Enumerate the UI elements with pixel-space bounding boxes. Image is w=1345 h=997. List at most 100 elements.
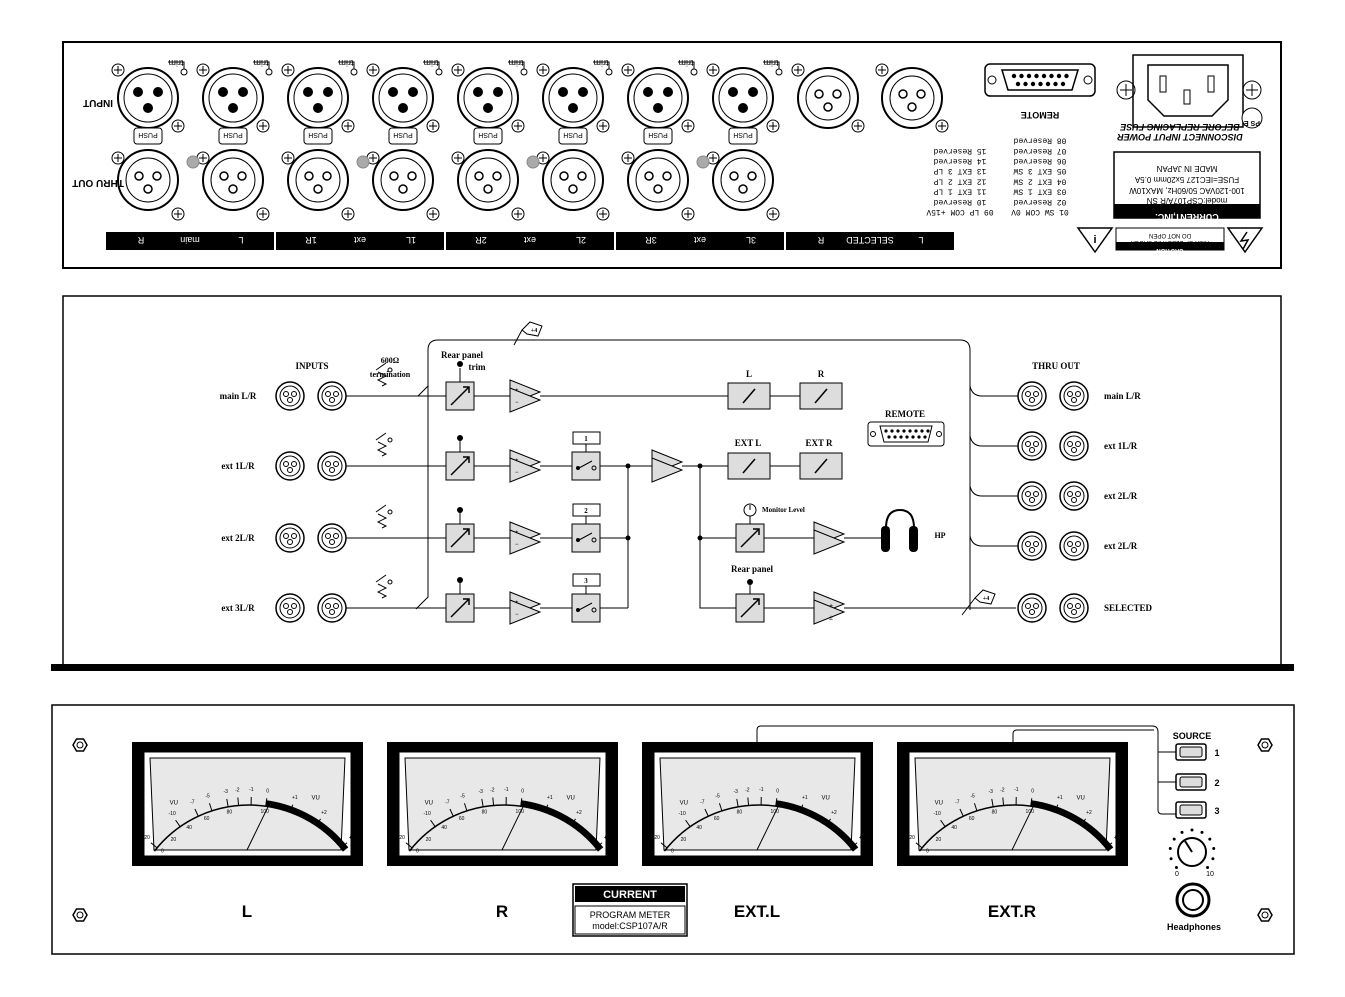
remote-label: REMOTE <box>885 409 925 419</box>
diagram-label: EXT R <box>805 438 833 448</box>
source-button-1[interactable] <box>1175 743 1207 761</box>
vu-unit-label: VU <box>1076 796 1084 802</box>
vu-scale-label: -5 <box>715 794 720 800</box>
panel-divider <box>51 664 1294 671</box>
push-label: PUSH <box>648 131 667 138</box>
panel-screw-icon <box>72 908 88 922</box>
pin-label: 05 EXT 3 SW <box>1013 166 1066 175</box>
channel-strip-label: L <box>918 235 923 245</box>
remote-connector[interactable] <box>984 63 1096 97</box>
svg-text:CURRENT,INC.: CURRENT,INC. <box>1155 212 1219 222</box>
channel-strip-label: SELECTED <box>846 235 894 245</box>
rear-thru-xlr[interactable] <box>186 149 270 221</box>
rear-thru-xlr[interactable] <box>111 149 185 221</box>
xlr-connector-icon <box>317 381 347 411</box>
vu-percent-label: 20 <box>681 837 687 843</box>
vu-scale-label: -10 <box>169 811 176 817</box>
svg-text:model:CSP107A/R: model:CSP107A/R <box>592 921 668 931</box>
trim-pot-icon <box>735 593 765 623</box>
rear-thru-xlr[interactable] <box>621 149 695 221</box>
meter-label: EXT.R <box>988 902 1036 921</box>
meter-label: L <box>242 902 252 921</box>
source-number: 1 <box>1214 748 1219 758</box>
vu-scale-label: +1 <box>547 795 553 801</box>
vu-percent-label: 80 <box>737 810 743 816</box>
pin-label: 08 Reserved <box>1013 136 1066 145</box>
output-row-label: SELECTED <box>1104 603 1153 613</box>
channel-strip-label: ext <box>694 235 707 245</box>
vu-scale-label: -7 <box>445 800 450 806</box>
headphone-level-knob[interactable] <box>1168 828 1216 870</box>
vu-unit-label: VU <box>821 796 829 802</box>
switch-number: 3 <box>584 577 588 585</box>
source-button-2[interactable] <box>1175 773 1207 791</box>
output-row-label: ext 2L/R <box>1104 491 1138 501</box>
switch-icon <box>571 451 601 481</box>
pin-label: 11 EXT 1 LP <box>933 187 986 196</box>
vu-scale-label: -7 <box>190 800 195 806</box>
switch-number: 1 <box>584 435 588 443</box>
thru-out-label: THRU OUT <box>1032 361 1080 371</box>
vu-scale-label: -7 <box>955 800 960 806</box>
rear-thru-xlr[interactable] <box>451 149 525 221</box>
output-row-label: ext 1L/R <box>1104 441 1138 451</box>
vu-percent-label: 20 <box>171 837 177 843</box>
svg-text:i: i <box>1093 234 1096 246</box>
diagram-label: 600Ω <box>381 356 400 365</box>
svg-text:+: + <box>829 603 833 610</box>
amplifier-icon: +− <box>509 449 542 483</box>
svg-text:+: + <box>515 600 519 606</box>
caution-label: i CAUTION RISK OF ELECTRIC SHOCK DO NOT … <box>1076 227 1264 254</box>
power-inlet[interactable] <box>1132 54 1244 128</box>
switch-number: 2 <box>584 507 588 515</box>
svg-text:+: + <box>515 388 519 394</box>
screw-icon <box>1116 80 1262 100</box>
vu-percent-label: 40 <box>696 825 702 831</box>
diagram-label: Rear panel <box>731 564 774 574</box>
channel-strip-label: main <box>180 235 200 245</box>
channel-strip-label: 2L <box>576 235 586 245</box>
source-button-3[interactable] <box>1175 801 1207 819</box>
meter-extR-icon <box>799 452 843 480</box>
svg-text:CAUTION: CAUTION <box>1156 247 1183 253</box>
diagram-label: trim <box>469 362 486 372</box>
fuse-warning: DISCONNECT INPUT POWER <box>1117 132 1243 142</box>
push-label: PUSH <box>478 131 497 138</box>
trim-label: trim <box>169 58 184 68</box>
trim-pot-icon <box>445 593 475 623</box>
vu-unit-label: VU <box>425 801 433 807</box>
rear-thru-xlr[interactable] <box>696 149 780 221</box>
vu-percent-label: 100 <box>771 809 780 815</box>
svg-text:RISK OF ELECTRIC SHOCK: RISK OF ELECTRIC SHOCK <box>1131 239 1209 245</box>
vu-percent-label: 60 <box>204 816 210 822</box>
vu-scale-label: -2 <box>745 788 750 794</box>
vu-percent-label: 60 <box>459 816 465 822</box>
rear-thru-xlr[interactable] <box>526 149 610 221</box>
xlr-connector-icon <box>275 523 305 553</box>
panel-screw-icon <box>72 738 88 752</box>
vu-percent-label: 0 <box>671 848 674 854</box>
vu-scale-label: -2 <box>235 788 240 794</box>
rear-selected-xlr[interactable] <box>875 63 949 133</box>
vu-scale-label: -3 <box>479 789 484 795</box>
pin-label: 14 Reserved <box>933 156 986 165</box>
vu-scale-label: 0 <box>521 788 524 794</box>
vu-unit-label: VU <box>680 801 688 807</box>
rear-thru-xlr[interactable] <box>356 149 440 221</box>
rear-thru-xlr[interactable] <box>281 149 355 221</box>
headphones-jack[interactable] <box>1175 882 1211 918</box>
termination-icon <box>375 504 393 529</box>
xlr-connector-icon <box>1059 481 1089 511</box>
rear-selected-xlr[interactable] <box>791 63 865 133</box>
vu-scale-label: -20 <box>653 835 660 841</box>
